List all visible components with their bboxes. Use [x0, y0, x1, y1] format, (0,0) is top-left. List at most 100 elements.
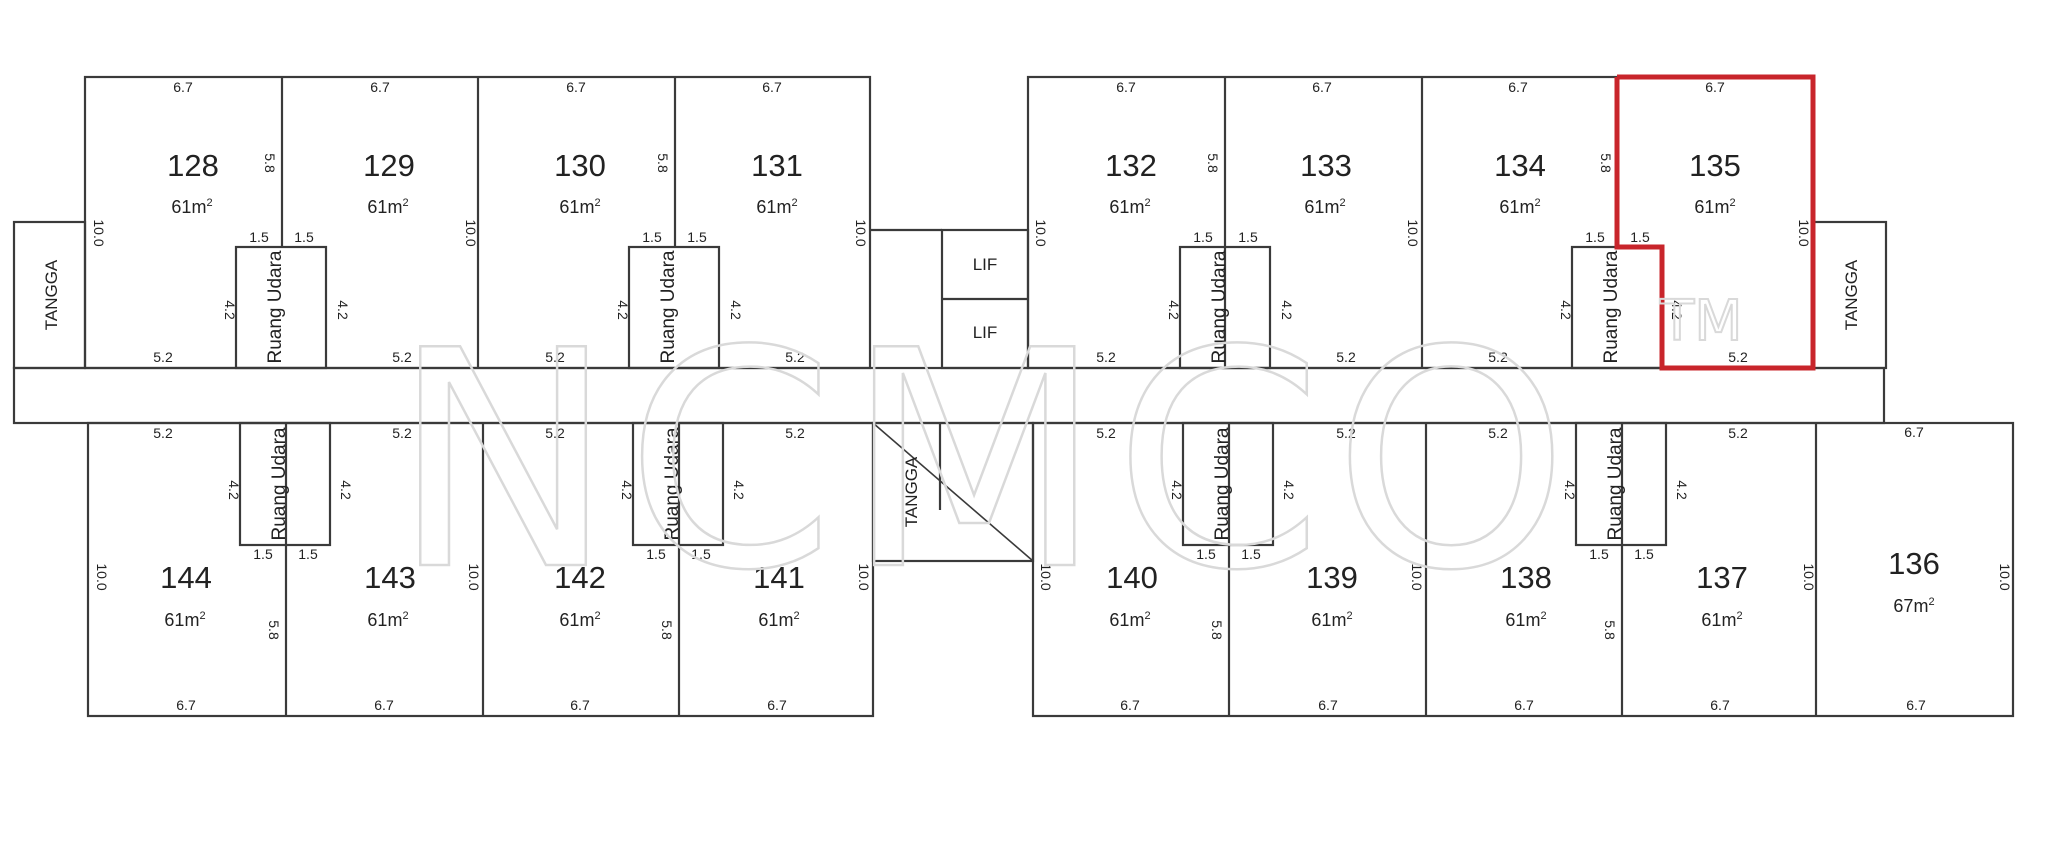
unit-number-141: 141 [753, 560, 805, 595]
dim-depth: 10.0 [91, 219, 107, 246]
unit-number-133: 133 [1300, 148, 1352, 183]
dim-side: 5.8 [655, 153, 671, 173]
dim-width: 6.7 [370, 79, 390, 95]
dim-air: 4.2 [338, 480, 354, 500]
stair-label-middle: TANGGA [902, 456, 921, 527]
unit-area-131: 61m2 [756, 197, 797, 217]
dim-front: 5.2 [1336, 425, 1356, 441]
dim-width: 6.7 [1116, 79, 1136, 95]
air-space-label: Ruang Udara [1605, 427, 1626, 540]
stair-label-left: TANGGA [42, 259, 61, 330]
dim-depth: 10.0 [1033, 219, 1049, 246]
unit-area-144: 61m2 [164, 610, 205, 630]
unit-number-129: 129 [363, 148, 415, 183]
dim-width: 6.7 [566, 79, 586, 95]
dim-air: 4.2 [728, 300, 744, 320]
unit-number-135: 135 [1689, 148, 1741, 183]
dim-width: 6.7 [1508, 79, 1528, 95]
dim-notch: 1.5 [646, 546, 666, 562]
right-bottom-block [1031, 421, 2015, 718]
unit-area-143: 61m2 [367, 610, 408, 630]
dim-notch: 1.5 [294, 229, 314, 245]
dim-side: 5.8 [1205, 153, 1221, 173]
dim-front: 5.2 [545, 349, 565, 365]
dim-front: 5.2 [785, 349, 805, 365]
dim-notch: 1.5 [253, 546, 273, 562]
unit-area-139: 61m2 [1311, 610, 1352, 630]
dim-air: 4.2 [1166, 300, 1182, 320]
unit-number-140: 140 [1106, 560, 1158, 595]
dim-front: 5.2 [1488, 349, 1508, 365]
air-space-label: Ruang Udara [658, 250, 679, 363]
unit-number-143: 143 [364, 560, 416, 595]
unit-area-134: 61m2 [1499, 197, 1540, 217]
unit-area-136: 67m2 [1893, 596, 1934, 616]
dim-air: 4.2 [1169, 480, 1185, 500]
dim-side: 5.8 [262, 153, 278, 173]
dim-front: 5.2 [1096, 349, 1116, 365]
dim-side: 5.8 [659, 620, 675, 640]
dim-depth: 10.0 [466, 563, 482, 590]
dim-notch: 1.5 [691, 546, 711, 562]
unit-number-144: 144 [160, 560, 212, 595]
dim-side: 5.8 [1209, 620, 1225, 640]
dim-notch: 1.5 [642, 229, 662, 245]
dim-notch: 1.5 [1585, 229, 1605, 245]
dim-depth: 10.0 [1409, 563, 1425, 590]
dim-width: 6.7 [762, 79, 782, 95]
unit-number-142: 142 [554, 560, 606, 595]
unit-number-138: 138 [1500, 560, 1552, 595]
watermark-text: NCMCO [391, 287, 1579, 636]
dim-air: 4.2 [615, 300, 631, 320]
dim-air: 4.2 [226, 480, 242, 500]
dim-front: 5.2 [1096, 425, 1116, 441]
dim-air: 4.2 [619, 480, 635, 500]
unit-area-129: 61m2 [367, 197, 408, 217]
air-space-label: Ruang Udara [269, 427, 290, 540]
dim-air: 4.2 [1562, 480, 1578, 500]
dim-width: 6.7 [1710, 697, 1730, 713]
stair-label-right: TANGGA [1842, 259, 1861, 330]
dim-front: 5.2 [1488, 425, 1508, 441]
dim-air: 4.2 [1558, 300, 1574, 320]
dim-notch: 1.5 [298, 546, 318, 562]
air-space-label: Ruang Udara [265, 250, 286, 363]
air-space-label: Ruang Udara [1601, 250, 1622, 363]
dim-air: 4.2 [335, 300, 351, 320]
dim-air: 4.2 [222, 300, 238, 320]
lift-label-2: LIF [973, 323, 998, 342]
unit-area-141: 61m2 [758, 610, 799, 630]
dim-front: 5.2 [392, 349, 412, 365]
unit-number-139: 139 [1306, 560, 1358, 595]
dim-front: 5.2 [1728, 425, 1748, 441]
dim-width: 6.7 [1904, 424, 1924, 440]
dim-width: 6.7 [176, 697, 196, 713]
dim-side: 5.8 [266, 620, 282, 640]
unit-number-132: 132 [1105, 148, 1157, 183]
dim-notch: 1.5 [249, 229, 269, 245]
unit-area-130: 61m2 [559, 197, 600, 217]
lift-label-1: LIF [973, 255, 998, 274]
dim-depth: 10.0 [1997, 563, 2013, 590]
watermark: NCMCO TM [390, 286, 1744, 638]
dim-width: 6.7 [1514, 697, 1534, 713]
dim-depth: 10.0 [1796, 219, 1812, 246]
dim-front: 5.2 [785, 425, 805, 441]
highlight-unit-135 [1614, 74, 1816, 371]
dim-front: 5.2 [1728, 349, 1748, 365]
left-bottom-block [86, 421, 875, 718]
dim-notch: 1.5 [1589, 546, 1609, 562]
dim-notch: 1.5 [1238, 229, 1258, 245]
dim-notch: 1.5 [1630, 229, 1650, 245]
dim-width: 6.7 [767, 697, 787, 713]
facility-labels: TANGGA TANGGA TANGGA LIF LIF Ruang Udara… [42, 250, 1861, 540]
dim-front: 5.2 [1336, 349, 1356, 365]
dim-notch: 1.5 [1196, 546, 1216, 562]
unit-area-137: 61m2 [1701, 610, 1742, 630]
dim-air: 4.2 [1674, 480, 1690, 500]
unit-area-142: 61m2 [559, 610, 600, 630]
unit-number-131: 131 [751, 148, 803, 183]
dim-air: 4.2 [1279, 300, 1295, 320]
unit-area-138: 61m2 [1505, 610, 1546, 630]
